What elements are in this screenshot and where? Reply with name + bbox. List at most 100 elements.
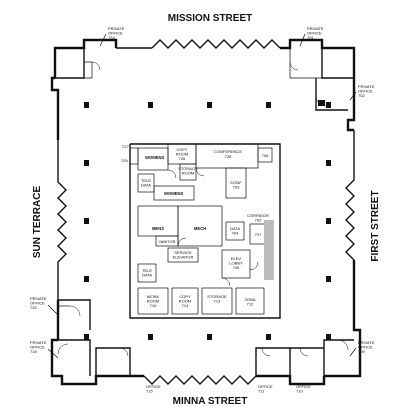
svg-text:OFFICE: OFFICE: [358, 345, 373, 350]
storage-713[interactable]: STORAGE 713: [201, 287, 233, 315]
conf-703[interactable]: CONF 703: [225, 167, 247, 199]
svg-text:TELE: TELE: [141, 178, 151, 183]
svg-text:LOBBY: LOBBY: [229, 261, 243, 266]
room-706[interactable]: 706: [257, 147, 273, 163]
private-office-702[interactable]: PRIVATE OFFICE 702: [315, 78, 375, 111]
svg-text:ROOM: ROOM: [182, 171, 194, 176]
svg-text:WOMENS: WOMENS: [145, 155, 165, 160]
office-710[interactable]: OFFICE 710: [290, 347, 324, 394]
copy-room-726[interactable]: COPY ROOM 726: [167, 143, 197, 165]
svg-text:SERVICE: SERVICE: [174, 250, 192, 255]
street-label-left: SUN TERRACE: [32, 186, 43, 259]
svg-text:STORAGE: STORAGE: [207, 294, 227, 299]
svg-text:CONFERENCE: CONFERENCE: [214, 149, 242, 154]
room-womens-upper[interactable]: WOMENS: [137, 147, 169, 171]
svg-text:ROOM: ROOM: [179, 299, 191, 304]
svg-text:OFFICE: OFFICE: [258, 384, 273, 389]
private-office-701[interactable]: PRIVATE OFFICE 701: [289, 26, 354, 79]
svg-text:DATA: DATA: [141, 183, 151, 188]
svg-text:703: 703: [233, 185, 240, 190]
svg-text:PRIVATE: PRIVATE: [30, 296, 47, 301]
svg-text:728: 728: [225, 154, 232, 159]
private-office-720[interactable]: PRIVATE OFFICE 720: [30, 296, 91, 330]
svg-text:726: 726: [179, 156, 186, 161]
data-704[interactable]: DATA 704: [225, 221, 245, 241]
office-711[interactable]: OFFICE 711: [255, 347, 291, 394]
svg-text:OFFICE: OFFICE: [30, 301, 45, 306]
room-mens[interactable]: MENS: [137, 205, 179, 237]
svg-text:ROOM: ROOM: [147, 299, 159, 304]
structural-columns: [84, 102, 331, 340]
svg-text:701: 701: [307, 35, 314, 40]
svg-text:702: 702: [255, 218, 262, 223]
conference-728[interactable]: CONFERENCE 728: [195, 143, 259, 169]
svg-text:ROOM: ROOM: [176, 152, 188, 157]
svg-text:PRIVATE: PRIVATE: [358, 84, 375, 89]
svg-text:CONF: CONF: [230, 180, 242, 185]
svg-text:STORAGE: STORAGE: [178, 166, 198, 171]
tele-data-upper[interactable]: TELE DATA: [137, 173, 155, 193]
svg-text:704: 704: [232, 231, 239, 236]
svg-text:MENS: MENS: [152, 226, 164, 231]
private-office-718[interactable]: PRIVATE OFFICE 718: [30, 339, 91, 376]
work-room-716[interactable]: WORK ROOM 716: [137, 287, 169, 315]
svg-text:709: 709: [358, 349, 365, 354]
storage-room-upper[interactable]: STORAGE ROOM: [178, 163, 198, 181]
svg-text:PRIVATE: PRIVATE: [108, 26, 125, 31]
copy-room-714[interactable]: COPY ROOM 714: [171, 287, 199, 315]
svg-text:727: 727: [122, 144, 129, 149]
svg-text:OFFICE: OFFICE: [296, 384, 311, 389]
svg-text:OFFICE: OFFICE: [146, 384, 161, 389]
room-mech[interactable]: MECH: [177, 205, 223, 247]
svg-text:DATA: DATA: [142, 273, 152, 278]
room-janitor[interactable]: JANITOR: [155, 235, 179, 247]
private-office-724[interactable]: PRIVATE OFFICE 724: [55, 26, 125, 79]
perimeter-walls: [50, 38, 362, 386]
room-727[interactable]: 727 705: [121, 144, 139, 165]
svg-text:MECH: MECH: [194, 226, 206, 231]
elev-lobby-708[interactable]: ELEV LOBBY 708: [221, 249, 251, 279]
svg-text:WOMENS: WOMENS: [164, 191, 184, 196]
office-715[interactable]: OFFICE 715: [95, 347, 161, 394]
svg-text:715: 715: [146, 389, 153, 394]
street-label-right: FIRST STREET: [370, 190, 381, 261]
svg-text:COPY: COPY: [179, 294, 191, 299]
svg-text:WORK: WORK: [147, 294, 160, 299]
svg-text:724: 724: [108, 35, 115, 40]
svg-text:705: 705: [121, 158, 128, 163]
svg-text:716: 716: [150, 303, 157, 308]
svg-text:ELEVATOR: ELEVATOR: [173, 255, 194, 260]
svg-text:708: 708: [233, 265, 240, 270]
svg-text:714: 714: [182, 303, 189, 308]
tele-data-lower[interactable]: TELE DATA: [137, 263, 157, 283]
svg-text:713: 713: [214, 299, 221, 304]
svg-text:710: 710: [296, 389, 303, 394]
room-707[interactable]: 707: [249, 223, 267, 245]
street-label-bottom: MINNA STREET: [173, 396, 248, 407]
svg-text:706: 706: [262, 153, 269, 158]
svg-text:ZONA: ZONA: [244, 297, 255, 302]
svg-text:DATA: DATA: [230, 226, 240, 231]
room-womens-lower[interactable]: WOMENS: [153, 185, 195, 201]
svg-text:720: 720: [30, 305, 37, 310]
svg-text:711: 711: [258, 389, 265, 394]
corridor-702: CORRIDOR 702: [247, 213, 269, 223]
service-strip: [264, 220, 274, 280]
svg-text:718: 718: [30, 349, 37, 354]
zona-712[interactable]: ZONA 712: [235, 287, 265, 315]
street-label-top: MISSION STREET: [168, 13, 252, 24]
svg-text:PRIVATE: PRIVATE: [358, 340, 375, 345]
interior-doors: [167, 167, 259, 287]
svg-text:JANITOR: JANITOR: [158, 239, 175, 244]
svg-text:PRIVATE: PRIVATE: [307, 26, 324, 31]
svg-text:712: 712: [247, 302, 254, 307]
svg-text:OFFICE: OFFICE: [358, 89, 373, 94]
svg-text:OFFICE: OFFICE: [307, 31, 322, 36]
svg-text:CORRIDOR: CORRIDOR: [247, 213, 269, 218]
svg-text:OFFICE: OFFICE: [108, 31, 123, 36]
private-office-709[interactable]: PRIVATE OFFICE 709: [323, 339, 375, 376]
svg-text:702: 702: [358, 93, 365, 98]
svg-text:ELEV: ELEV: [231, 256, 242, 261]
service-elevator[interactable]: SERVICE ELEVATOR: [167, 247, 199, 263]
svg-text:TELE: TELE: [142, 268, 152, 273]
